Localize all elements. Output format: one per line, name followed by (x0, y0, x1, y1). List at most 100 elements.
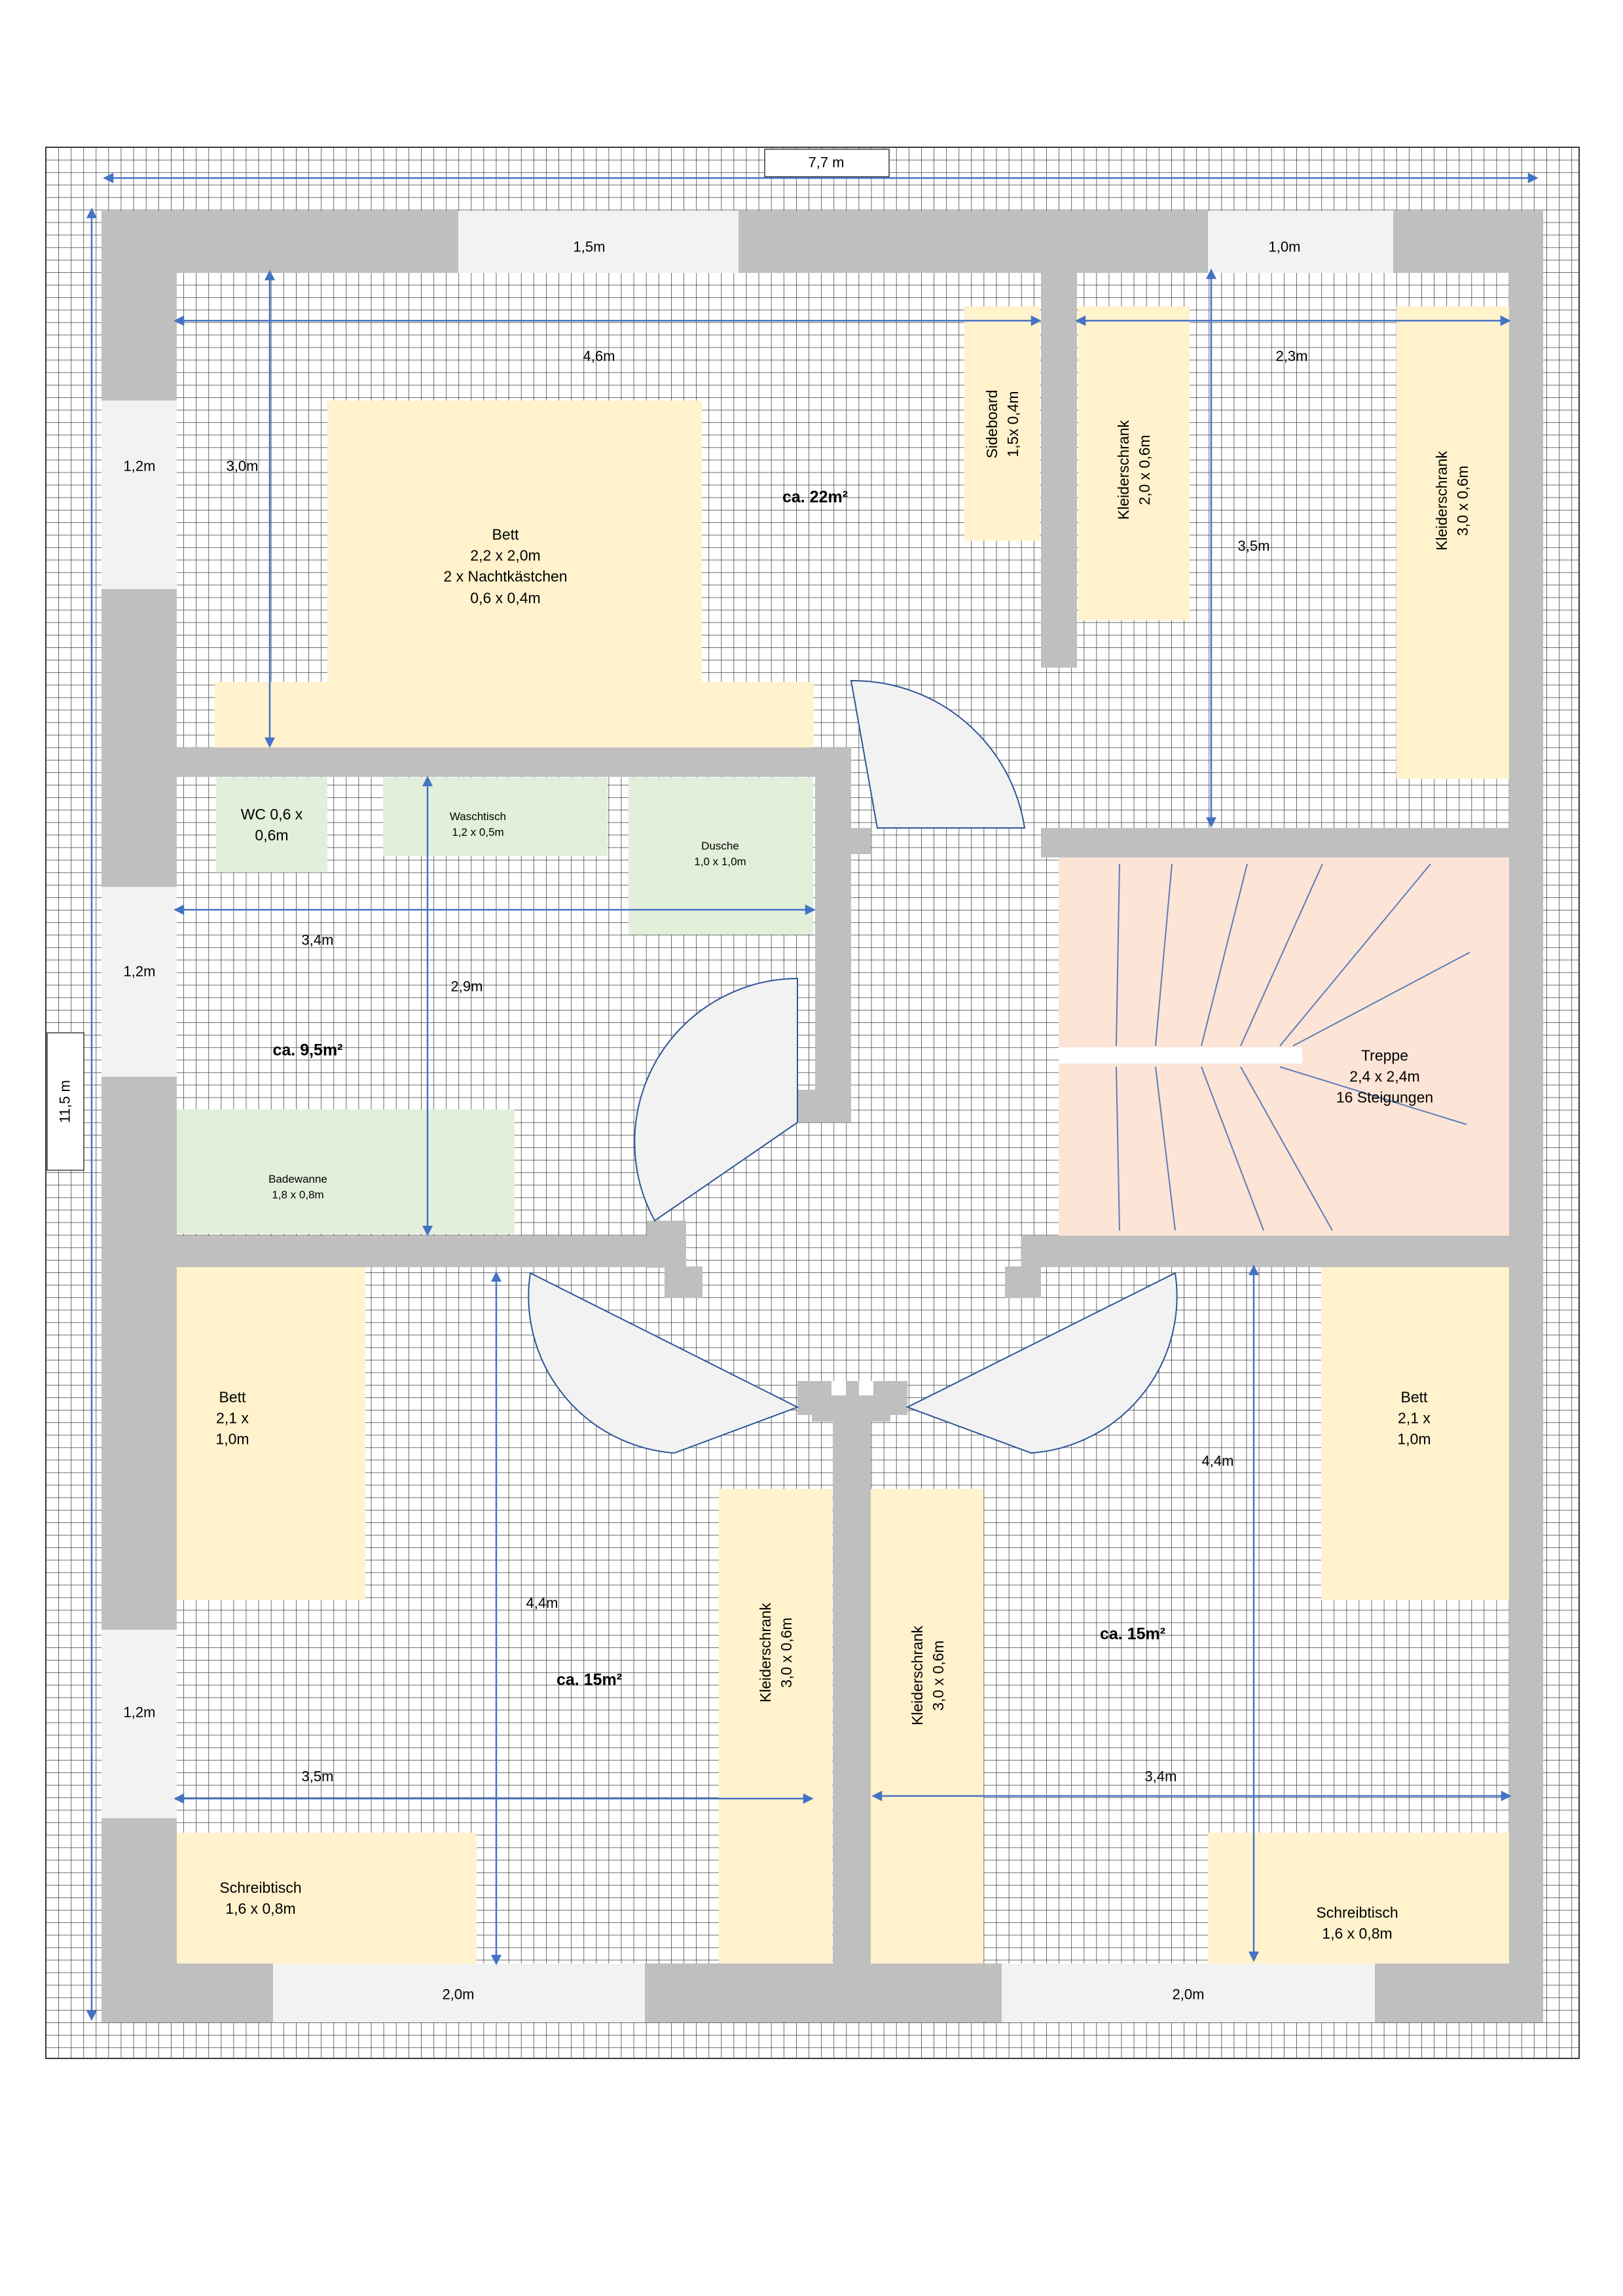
window-top-left-label: 1,5m (573, 238, 606, 255)
window-top-right (1208, 211, 1393, 273)
total-width-box (764, 149, 890, 177)
door-br (905, 1272, 1178, 1454)
window-left-mid-label: 1,2m (123, 963, 156, 980)
wall-mid-right (1059, 1236, 1509, 1267)
sideboard-label: Sideboard 1,5x 0,4m (983, 389, 1021, 459)
bedroom-area-label: ca. 22m² (782, 488, 848, 507)
wall-center-cap (797, 1381, 907, 1415)
wall-mid-left-step (647, 1221, 686, 1268)
room-br-area-label: ca. 15m² (1099, 1624, 1166, 1643)
wall-bottom-right (1375, 1964, 1543, 2022)
wall-center-cap2 (812, 1414, 890, 1422)
bed-br (1321, 1266, 1510, 1600)
bed-bl-label: Bett 2,1 x 1,0m (215, 1388, 249, 1448)
window-bottom-right-label: 2,0m (1172, 1986, 1205, 2003)
wc (216, 778, 327, 872)
walls (101, 211, 1543, 2022)
wardrobe-br-label: Kleiderschrank 3,0 x 0,6m (908, 1625, 947, 1726)
window-left-top-label: 1,2m (123, 457, 156, 475)
window-bottom-left (273, 1964, 645, 2022)
openings (101, 211, 1393, 2022)
wall-left-2 (101, 589, 177, 887)
shower-label: Dusche 1,0 x 1,0m (694, 840, 746, 868)
wall-mid-left (177, 1236, 684, 1267)
furniture-layer (177, 306, 1510, 1965)
bed-br-label: Bett 2,1 x 1,0m (1397, 1388, 1431, 1448)
wall-sideboard-divider (1041, 272, 1077, 668)
window-left-top (101, 401, 177, 589)
window-left-mid (101, 887, 177, 1077)
door-bedroom (850, 679, 1026, 829)
room-bl-area-label: ca. 15m² (556, 1670, 623, 1689)
bath-area-label: ca. 9,5m² (272, 1041, 343, 1060)
wall-left-3 (101, 1077, 177, 1630)
wall-bath-notch (851, 828, 871, 854)
wall-center (833, 1407, 871, 1964)
room-br-depth-label: 4,4m (1201, 1452, 1234, 1469)
bedroom-depth-label: 3,0m (226, 457, 259, 475)
sideboard (964, 306, 1040, 541)
nightstand-bar (215, 682, 814, 747)
bathtub (177, 1109, 515, 1234)
total-height-box (46, 1032, 84, 1171)
wall-center-notch-l (831, 1381, 846, 1395)
window-left-bottom-label: 1,2m (123, 1704, 156, 1721)
window-left-bottom (101, 1630, 177, 1818)
wall-top-mid (739, 211, 1208, 273)
window-bottom-left-label: 2,0m (442, 1986, 475, 2003)
room-bl-depth-label: 4,4m (526, 1594, 558, 1611)
bath-width-label: 3,4m (301, 931, 334, 948)
washbasin (383, 778, 608, 856)
total-height-label: 11,5 m (56, 1080, 73, 1123)
desk-bl (177, 1833, 477, 1964)
stairs (1059, 856, 1509, 1236)
washbasin-label: Waschtisch 1,2 x 0,5m (449, 810, 507, 838)
wardrobe-small-label: Kleiderschrank 2,0 x 0,6m (1114, 420, 1153, 520)
door-bl (528, 1272, 799, 1454)
closet-depth-label: 3,5m (1237, 537, 1270, 554)
doors (528, 679, 1178, 1454)
wall-center-notch-r (859, 1381, 873, 1395)
wall-left-1 (101, 211, 177, 401)
wardrobe-right-label: Kleiderschrank 3,0 x 0,6m (1432, 450, 1471, 551)
wardrobe-bl-label: Kleiderschrank 3,0 x 0,6m (756, 1602, 795, 1703)
wardrobe-br (871, 1489, 983, 1965)
bath-furniture-layer (177, 778, 813, 1234)
door-bath (634, 977, 798, 1222)
stairs-label: Treppe 2,4 x 2,4m 16 Steigungen (1336, 1047, 1434, 1107)
wardrobe-right (1396, 306, 1509, 779)
bed-bl (177, 1266, 365, 1600)
wall-mid-right-step2 (1005, 1266, 1041, 1298)
bedroom-width-label: 4,6m (583, 348, 615, 365)
wall-bath-right-step (797, 1090, 851, 1122)
wc-label: WC 0,6 x 0,6m (240, 805, 303, 844)
wardrobe-bl (719, 1489, 832, 1965)
bed-main-label: Bett 2,2 x 2,0m 2 x Nachtkästchen 0,6 x … (443, 526, 568, 607)
window-top-right-label: 1,0m (1268, 238, 1301, 255)
wall-mid-left-step2 (665, 1266, 702, 1298)
wall-bottom-mid (645, 1964, 1002, 2022)
wall-bottom-left (101, 1964, 273, 2022)
desk-br (1208, 1833, 1509, 1964)
room-bl-width-label: 3,5m (301, 1768, 334, 1785)
dimension-lines (86, 172, 1539, 2021)
desk-bl-label: Schreibtisch 1,6 x 0,8m (219, 1878, 302, 1917)
bath-depth-label: 2,9m (450, 978, 483, 995)
stair-lines (1116, 863, 1470, 1231)
stairs-area (1059, 856, 1509, 1236)
wall-right (1509, 211, 1543, 2022)
closet-width-label: 2,3m (1275, 348, 1308, 365)
wall-bath-top (177, 747, 851, 777)
total-width-label: 7,7 m (808, 154, 845, 171)
wall-bath-right (815, 747, 851, 1104)
bed-main (327, 401, 702, 682)
wall-stairs-top (1041, 828, 1509, 857)
desk-br-label: Schreibtisch 1,6 x 0,8m (1316, 1903, 1398, 1942)
shower (629, 778, 813, 935)
window-top-left (458, 211, 739, 273)
room-br-width-label: 3,4m (1144, 1768, 1177, 1785)
wall-mid-right-step (1021, 1236, 1061, 1267)
bathtub-label: Badewanne 1,8 x 0,8m (268, 1173, 327, 1201)
wardrobe-small (1078, 306, 1190, 620)
